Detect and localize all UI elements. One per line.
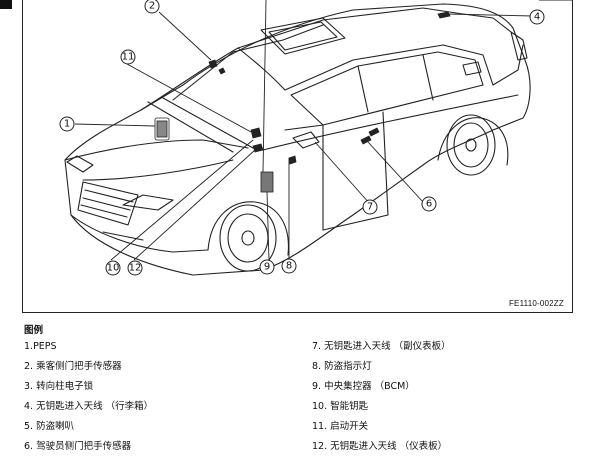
corner-mark: [0, 0, 12, 9]
callout-7: 7: [367, 202, 373, 213]
callout-1: 1: [64, 119, 70, 130]
car-illustration: 1 2 11 4 6 7 8 9 12 10: [59, 0, 573, 276]
legend-item: 6. 驾驶员侧门把手传感器: [24, 441, 132, 452]
legend-title: 图例: [24, 325, 44, 336]
legend-item: 9. 中央集控器 （BCM）: [312, 381, 415, 392]
legend-item: 4. 无钥匙进入天线 （行李箱）: [24, 401, 154, 412]
callout-2: 2: [149, 1, 155, 12]
callout-4: 4: [534, 12, 540, 23]
legend-column-right: 7. 无钥匙进入天线 （副仪表板） 8. 防盗指示灯 9. 中央集控器 （BCM…: [312, 340, 451, 460]
legend-item: 3. 转向柱电子锁: [24, 381, 94, 392]
legend-item: 2. 乘客侧门把手传感器: [24, 361, 122, 372]
legend-item: 11. 启动开关: [312, 421, 369, 432]
legend-column-left: 1.PEPS 2. 乘客侧门把手传感器 3. 转向柱电子锁 4. 无钥匙进入天线…: [24, 340, 153, 460]
legend-item: 12. 无钥匙进入天线 （仪表板）: [312, 441, 448, 452]
callout-11: 11: [122, 52, 135, 63]
legend-item: 8. 防盗指示灯: [312, 361, 372, 372]
figure-code: FE1110-002ZZ: [508, 299, 564, 308]
legend-item: 7. 无钥匙进入天线 （副仪表板）: [312, 341, 451, 352]
callout-10: 10: [107, 263, 120, 274]
callout-6: 6: [426, 199, 432, 210]
callout-9: 9: [264, 262, 270, 273]
vehicle-diagram: 1 2 11 4 6 7 8 9 12 10 FE1110-002ZZ: [22, 0, 573, 313]
legend-item: 5. 防盗喇叭: [24, 421, 75, 432]
legend-item: 10. 智能钥匙: [312, 401, 369, 412]
callout-12: 12: [129, 263, 142, 274]
legend-item: 1.PEPS: [24, 341, 57, 352]
callout-8: 8: [286, 261, 292, 272]
